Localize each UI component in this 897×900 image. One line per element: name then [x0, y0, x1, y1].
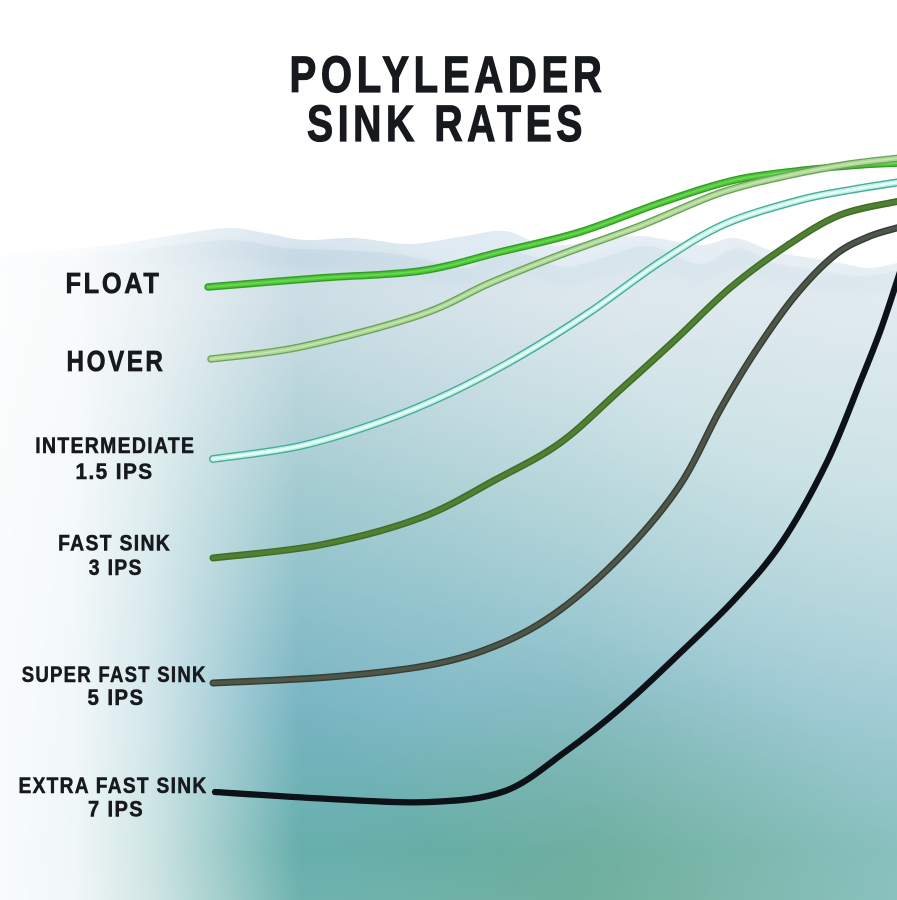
svg-text:POLYLEADER: POLYLEADER	[290, 46, 607, 103]
svg-text:FAST SINK: FAST SINK	[58, 531, 171, 556]
svg-text:INTERMEDIATE: INTERMEDIATE	[35, 433, 195, 458]
svg-text:3 IPS: 3 IPS	[89, 555, 143, 580]
svg-text:5 IPS: 5 IPS	[88, 685, 145, 710]
svg-text:HOVER: HOVER	[67, 346, 166, 378]
svg-text:SINK RATES: SINK RATES	[307, 95, 587, 152]
svg-text:FLOAT: FLOAT	[66, 268, 162, 300]
svg-text:1.5 IPS: 1.5 IPS	[76, 459, 154, 484]
svg-text:7 IPS: 7 IPS	[88, 797, 144, 822]
svg-text:SUPER FAST SINK: SUPER FAST SINK	[22, 662, 207, 687]
svg-text:EXTRA FAST SINK: EXTRA FAST SINK	[19, 773, 208, 798]
